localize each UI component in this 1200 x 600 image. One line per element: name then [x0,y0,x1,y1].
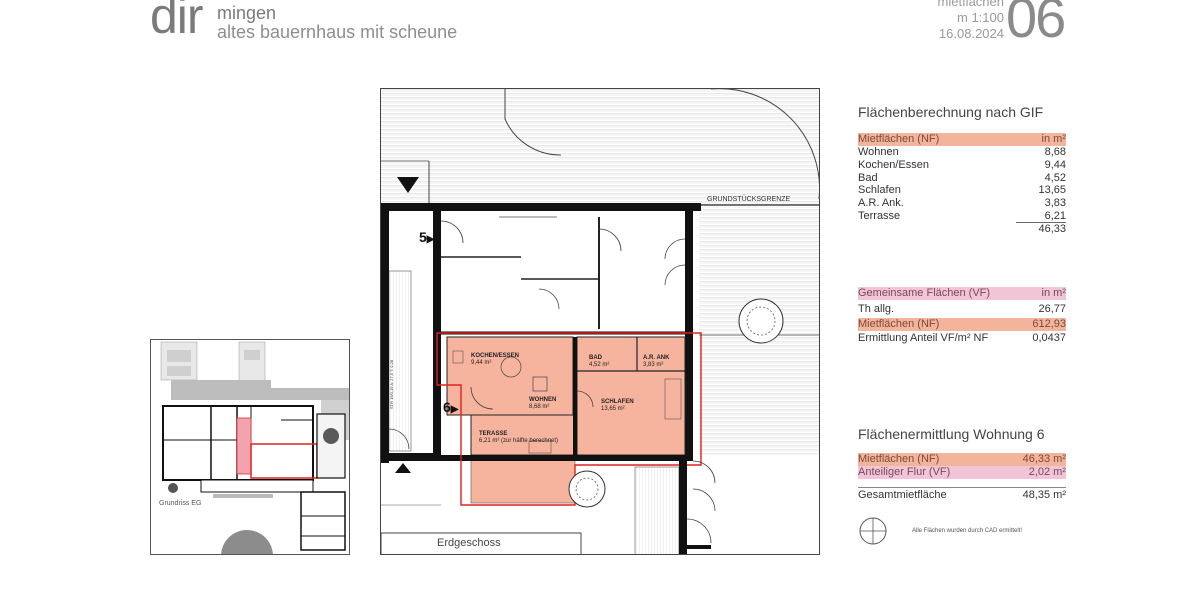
room-name-ar: A.R. ANK [643,355,670,361]
gif-row-label: Bad [858,171,878,184]
room-area-terasse: 6,21 m² [479,438,500,444]
room-area-schlafen: 13,65 m² [601,406,625,412]
vf-th-label: Th allg. [858,302,895,315]
unit6-table: Mietflächen (NF) 46,33 m² Anteiliger Flu… [858,453,1066,503]
room-area-ar: 3,83 m² [643,362,664,368]
room-label-kochen: KOCHEN/ESSEN 9,44 m² [471,353,519,367]
room-label-terasse: TERASSE 6,21 m² (zur hälfte berechnet) [479,431,558,445]
room-name-kochen: KOCHEN/ESSEN [471,353,520,359]
room-label-wohnen: WOHNEN 8,68 m² [529,397,556,411]
gif-row-label: A.R. Ank. [858,197,904,210]
gif-row-label: Wohnen [858,145,899,158]
vf-ratio-value: 0,0437 [1032,332,1066,345]
table-row: A.R. Ank. 3,83 [858,197,1066,210]
gif-row-label: Terrasse [858,209,901,222]
floor-plan-drawing [381,89,819,554]
neighbour-unit-number-text: 5 [419,229,427,245]
gif-row-value: 13,65 [1038,184,1066,197]
unit-number-text: 6 [443,399,451,415]
gif-row-value: 8,68 [1044,145,1066,158]
unit6-title: Flächenermittlung Wohnung 6 [858,426,1045,442]
vf-table: Gemeinsame Flächen (VF) in m² Th allg. 2… [858,287,1066,347]
gif-row-label: Schlafen [858,184,901,197]
compass-icon [859,517,887,545]
neighbour-unit-number: 5▶ [419,229,435,245]
gif-total-row: 46,33 [858,222,1066,236]
sheet-scale: m 1:100 [957,10,1004,25]
room-name-wohnen: WOHNEN [529,397,557,403]
project-location: mingen [217,3,277,23]
sheet-type: mietflächen [937,0,1004,9]
gif-total-value: 46,33 [1016,222,1066,236]
vf-ratio-label: Ermittlung Anteil VF/m² NF [858,332,989,345]
table-row: Mietflächen (NF) 612,93 [858,317,1066,331]
table-row: Bad 4,52 [858,171,1066,184]
vf-header-unit: in m² [1041,287,1066,300]
project-subtitle: altes bauernhaus mit scheune [217,22,458,42]
vf-nf-value: 612,93 [1032,317,1066,330]
gif-table-header: Mietflächen (NF) in m² [858,133,1066,146]
table-row: Schlafen 13,65 [858,184,1066,197]
room-name-schlafen: SCHLAFEN [601,399,634,405]
table-row: Terrasse 6,21 [858,210,1066,223]
vf-th-value: 26,77 [1038,302,1066,315]
room-note-terasse: (zur hälfte berechnet) [501,438,559,444]
vf-table-header: Gemeinsame Flächen (VF) in m² [858,287,1066,300]
sheet-date: 16.08.2024 [938,26,1004,41]
vf-header-label: Gemeinsame Flächen (VF) [858,287,991,300]
floor-caption: Erdgeschoss [437,537,501,549]
unit-number: 6▶ [443,399,459,415]
gif-table: Mietflächen (NF) in m² Wohnen 8,68 Koche… [858,133,1066,235]
gif-row-value: 6,21 [1044,209,1066,222]
room-area-wohnen: 8,68 m² [529,404,550,410]
table-row: Ermittlung Anteil VF/m² NF 0,0437 [858,331,1066,347]
room-label-bad: BAD 4,52 m² [589,355,609,369]
table-row: Kochen/Essen 9,44 [858,159,1066,172]
unit6-nf-label: Mietflächen (NF) [858,453,940,466]
property-boundary-label: GRUNDSTÜCKSGRENZE [707,196,791,203]
unit6-total-label: Gesamtmietfläche [858,488,947,501]
room-area-bad: 4,52 m² [589,362,610,368]
gif-title: Flächenberechnung nach GIF [858,104,1044,120]
gif-row-value: 4,52 [1044,171,1066,184]
gif-row-label: Kochen/Essen [858,158,929,171]
overview-plan-drawing [160,341,349,554]
table-row: Wohnen 8,68 [858,146,1066,159]
gif-row-value: 9,44 [1044,158,1066,171]
sheet-meta: mietflächen m 1:100 16.08.2024 [938,0,1004,42]
overview-plan-label: Grundriss EG [159,500,202,507]
unit6-total-value: 48,35 m² [1022,488,1066,501]
unit6-total-row: Gesamtmietfläche 48,35 m² [858,486,1066,503]
room-area-kochen: 9,44 m² [471,360,492,366]
brand-logo-text: dir [150,0,204,44]
cad-note: Alle Flächen wurden durch CAD ermittelt! [912,528,1023,534]
unit6-flur-label: Anteiliger Flur (VF) [858,465,951,478]
overview-plan-thumbnail: Grundriss EG [150,339,350,555]
table-row: Th allg. 26,77 [858,300,1066,318]
gif-header-unit: in m² [1041,133,1066,146]
vf-nf-label: Mietflächen (NF) [858,317,940,330]
sheet-number: 06 [1006,0,1066,49]
stair-annotation: STR 16/0,19 A: 27,5 T: 0,28 [389,359,394,409]
gif-row-value: 3,83 [1044,197,1066,210]
room-name-bad: BAD [589,355,602,361]
gif-header-label: Mietflächen (NF) [858,133,940,146]
room-label-schlafen: SCHLAFEN 13,65 m² [601,399,634,413]
room-label-ar: A.R. ANK 3,83 m² [643,355,669,369]
table-row: Mietflächen (NF) 46,33 m² [858,453,1066,466]
floor-plan: GRUNDSTÜCKSGRENZE 5▶ 6▶ KOCHEN/ESSEN 9,4… [380,88,820,555]
room-name-terasse: TERASSE [479,431,508,437]
unit6-flur-value: 2,02 m² [1028,465,1066,478]
unit6-nf-value: 46,33 m² [1022,453,1066,466]
table-row: Anteiliger Flur (VF) 2,02 m² [858,465,1066,479]
